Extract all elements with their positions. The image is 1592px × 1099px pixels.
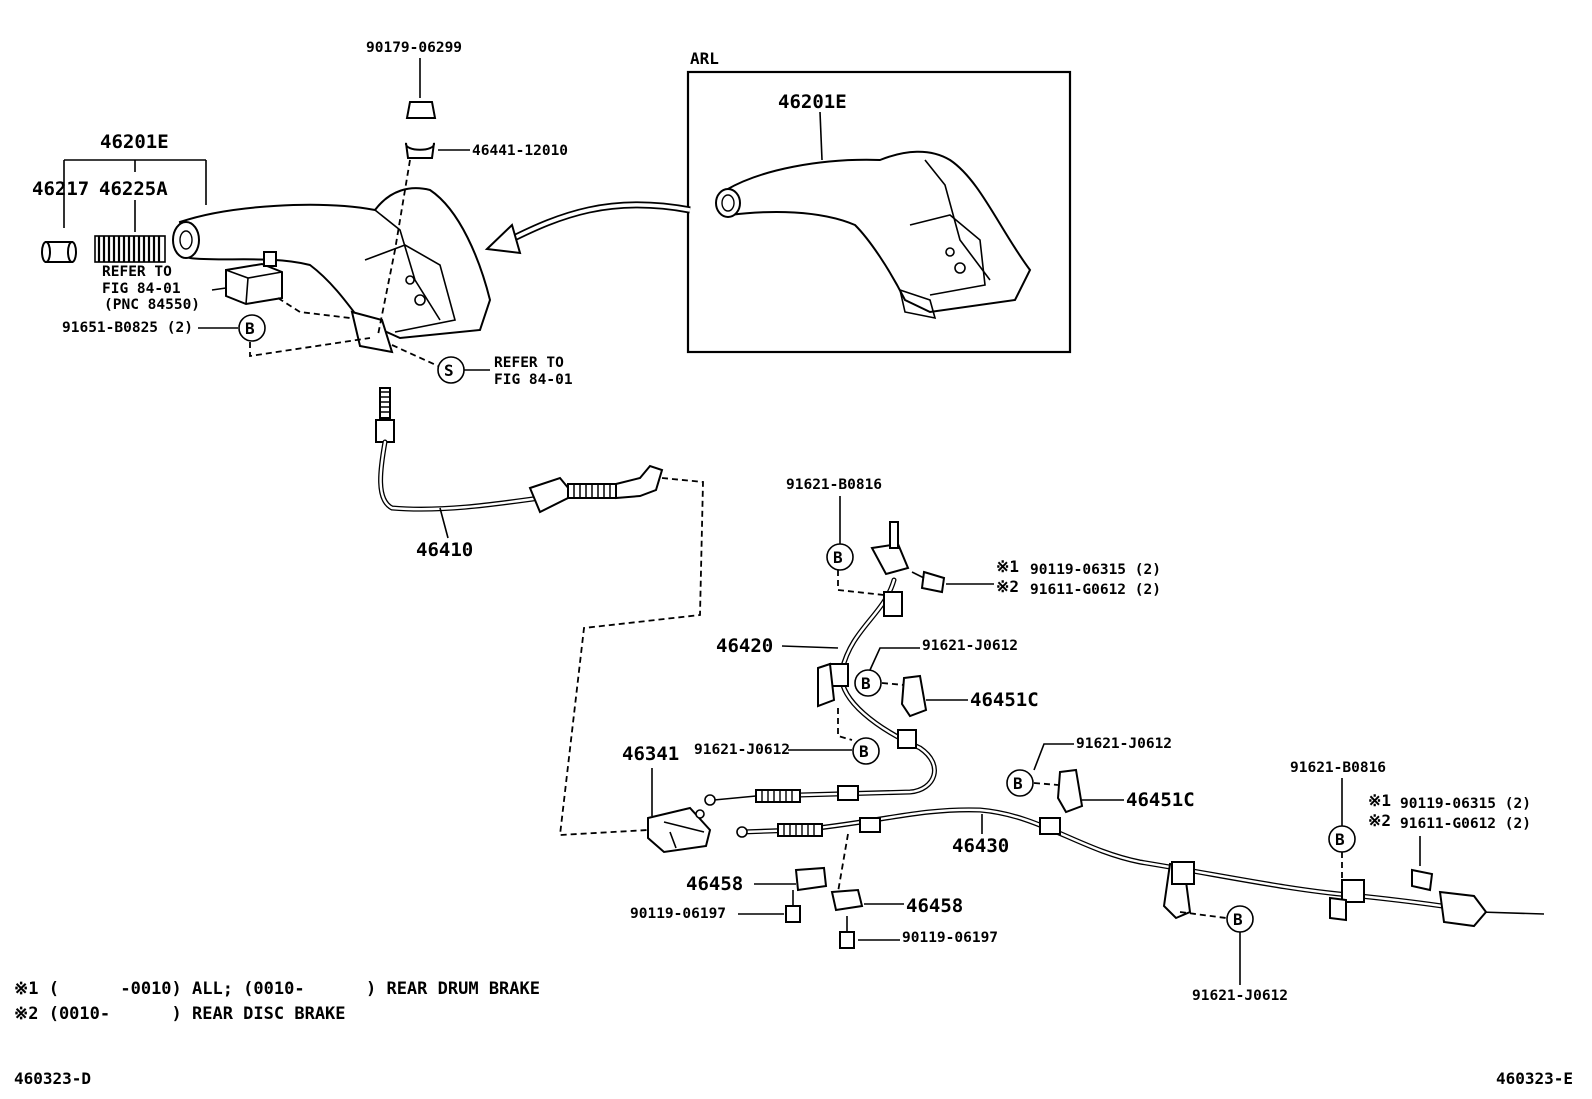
front-cable-46410: 46410 <box>375 387 704 836</box>
svg-text:B: B <box>861 674 871 693</box>
svg-text:B: B <box>245 319 255 338</box>
ref-mark-2-left: ※2 <box>996 577 1019 596</box>
part-90119-06197-left: 90119-06197 <box>630 906 726 922</box>
switch-ref-84550 <box>225 251 283 306</box>
svg-text:B: B <box>833 548 843 567</box>
rear-cables: 91621-B0816 B ※1 90119-06315 (2) ※2 9161… <box>622 477 1545 1004</box>
svg-text:B: B <box>1013 774 1023 793</box>
part-46458-left: 46458 <box>686 873 743 895</box>
part-91621-j0612-middle: 91621-J0612 <box>1076 736 1172 752</box>
mark-b-circle: B <box>852 737 880 765</box>
lever-assembly: 90179-06299 46441-12010 46201E 46217 462… <box>32 40 573 388</box>
part-46410: 46410 <box>416 539 473 561</box>
part-46458-right: 46458 <box>906 895 963 917</box>
part-91651-b0825: 91651-B0825 (2) <box>62 320 193 336</box>
arl-lever-drawing <box>715 150 1032 320</box>
arl-inset: ARL 46201E <box>686 49 1072 354</box>
arl-pointer-arrow <box>484 201 691 255</box>
figure-id-left: 460323-D <box>14 1069 91 1088</box>
mark-s-circle: S <box>437 356 465 384</box>
spring-46225a <box>94 235 166 263</box>
ref-mark-1-left: ※1 <box>996 557 1019 576</box>
part-91621-b0816-left: 91621-B0816 <box>786 477 882 493</box>
refer-to-label-2: REFER TO <box>494 355 564 371</box>
part-46217: 46217 <box>32 178 89 200</box>
mark-b-circle: B <box>854 669 882 697</box>
figure-id-right: 460323-E <box>1496 1069 1573 1088</box>
part-46225a: 46225A <box>99 178 168 200</box>
cap-46217 <box>41 241 77 263</box>
arl-part-46201e: 46201E <box>778 91 847 113</box>
mark-b-circle: B <box>1006 769 1034 797</box>
mark-b-circle: B <box>1328 825 1356 853</box>
part-91611-g0612-right: 91611-G0612 (2) <box>1400 816 1531 832</box>
part-46420: 46420 <box>716 635 773 657</box>
ref-mark-1-right: ※1 <box>1368 791 1391 810</box>
svg-text:B: B <box>859 742 869 761</box>
refer-to-label-1: REFER TO <box>102 264 172 280</box>
mark-b-circle: B <box>238 314 266 342</box>
refer-fig-label-1: FIG 84-01 <box>102 281 181 297</box>
part-91621-j0612-bottom: 91621-J0612 <box>1192 988 1288 1004</box>
note-line-1: ※1 ( -0010) ALL; (0010- ) REAR DRUM BRAK… <box>14 979 540 999</box>
part-90119-06315-left: 90119-06315 (2) <box>1030 562 1161 578</box>
part-91621-j0612-upper: 91621-J0612 <box>922 638 1018 654</box>
svg-text:B: B <box>1335 830 1345 849</box>
svg-text:B: B <box>1233 910 1243 929</box>
ref-mark-2-right: ※2 <box>1368 811 1391 830</box>
mark-b-circle: B <box>826 543 854 571</box>
arl-label: ARL <box>690 49 719 68</box>
part-46451c-lower: 46451C <box>1126 789 1195 811</box>
refer-pnc-label: (PNC 84550) <box>104 297 200 313</box>
part-46441-12010: 46441-12010 <box>472 143 568 159</box>
part-91621-b0816-right: 91621-B0816 <box>1290 760 1386 776</box>
part-91611-g0612-left: 91611-G0612 (2) <box>1030 582 1161 598</box>
applicability-notes: ※1 ( -0010) ALL; (0010- ) REAR DRUM BRAK… <box>14 979 540 1024</box>
refer-fig-label-2: FIG 84-01 <box>494 372 573 388</box>
svg-text:S: S <box>444 361 454 380</box>
part-46341: 46341 <box>622 743 679 765</box>
part-90119-06315-right: 90119-06315 (2) <box>1400 796 1531 812</box>
part-46451c-upper: 46451C <box>970 689 1039 711</box>
part-46201e: 46201E <box>100 131 169 153</box>
part-46430: 46430 <box>952 835 1009 857</box>
part-90119-06197-right: 90119-06197 <box>902 930 998 946</box>
part-91621-j0612-left: 91621-J0612 <box>694 742 790 758</box>
mark-b-circle: B <box>1226 905 1254 933</box>
note-line-2: ※2 (0010- ) REAR DISC BRAKE <box>14 1004 346 1024</box>
part-90179-06299: 90179-06299 <box>366 40 462 56</box>
